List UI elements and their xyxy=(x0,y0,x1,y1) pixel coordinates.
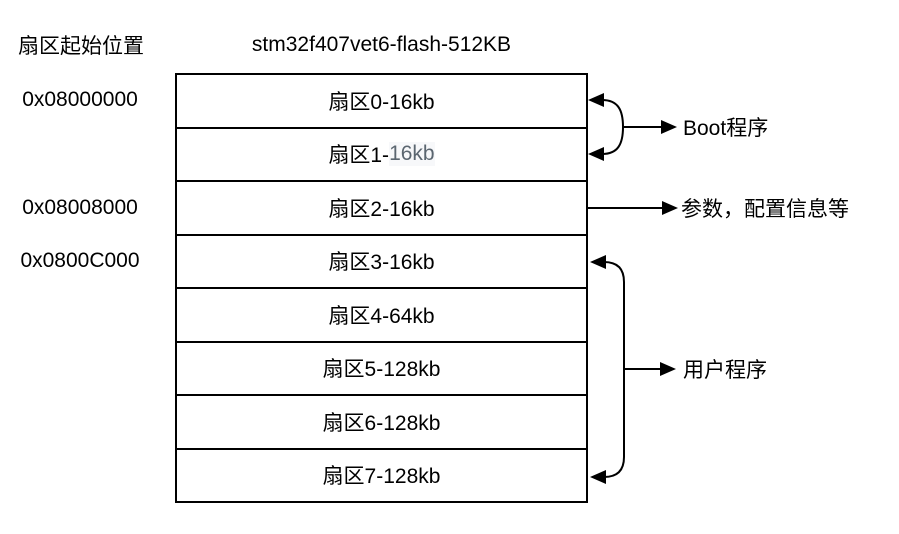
sector-row-3: 扇区3-16kb xyxy=(177,236,586,289)
address-sector2: 0x08008000 xyxy=(22,196,138,219)
boot-bracket-curve xyxy=(601,99,625,155)
flash-title: stm32f407vet6-flash-512KB xyxy=(251,33,512,56)
config-info-label: 参数，配置信息等 xyxy=(681,198,849,221)
sector-row-0: 扇区0-16kb xyxy=(177,75,586,129)
sector-3-label: 扇区3-16kb xyxy=(328,251,435,275)
user-arrowhead-right-icon xyxy=(660,362,676,376)
sector-4-label: 扇区4-64kb xyxy=(328,304,435,328)
sector-row-5: 扇区5-128kb xyxy=(177,343,586,396)
user-arrowhead-bottom-icon xyxy=(590,470,606,484)
sector-1-label-suffix: 16kb xyxy=(389,142,435,167)
sector-6-label: 扇区6-128kb xyxy=(322,411,441,435)
user-arrowhead-top-icon xyxy=(590,255,606,269)
sector-row-1: 扇区1-16kb xyxy=(177,129,586,182)
sector-7-label: 扇区7-128kb xyxy=(322,465,441,489)
user-bracket-curve xyxy=(603,261,625,478)
boot-bracket xyxy=(588,93,677,161)
flash-memory-box: 扇区0-16kb 扇区1-16kb 扇区2-16kb 扇区3-16kb 扇区4-… xyxy=(175,73,588,503)
address-sector3: 0x0800C000 xyxy=(20,249,140,272)
sector-0-label: 扇区0-16kb xyxy=(328,90,435,114)
sector-row-7: 扇区7-128kb xyxy=(177,450,586,502)
config-arrow xyxy=(588,201,678,215)
boot-arrowhead-right-icon xyxy=(661,120,677,134)
sector-start-position-label: 扇区起始位置 xyxy=(18,35,144,58)
sector-row-4: 扇区4-64kb xyxy=(177,289,586,343)
boot-arrowhead-top-icon xyxy=(588,93,604,107)
sector-row-2: 扇区2-16kb xyxy=(177,182,586,236)
sector-2-label: 扇区2-16kb xyxy=(328,197,435,221)
address-sector0: 0x08000000 xyxy=(22,88,138,111)
boot-arrowhead-bottom-icon xyxy=(588,147,604,161)
sector-5-label: 扇区5-128kb xyxy=(322,358,441,382)
sector-1-label-prefix: 扇区1- xyxy=(328,144,390,168)
user-bracket xyxy=(590,255,676,484)
sector-row-6: 扇区6-128kb xyxy=(177,396,586,450)
config-arrowhead-icon xyxy=(662,201,678,215)
user-program-label: 用户程序 xyxy=(683,359,767,382)
boot-program-label: Boot程序 xyxy=(683,117,769,140)
